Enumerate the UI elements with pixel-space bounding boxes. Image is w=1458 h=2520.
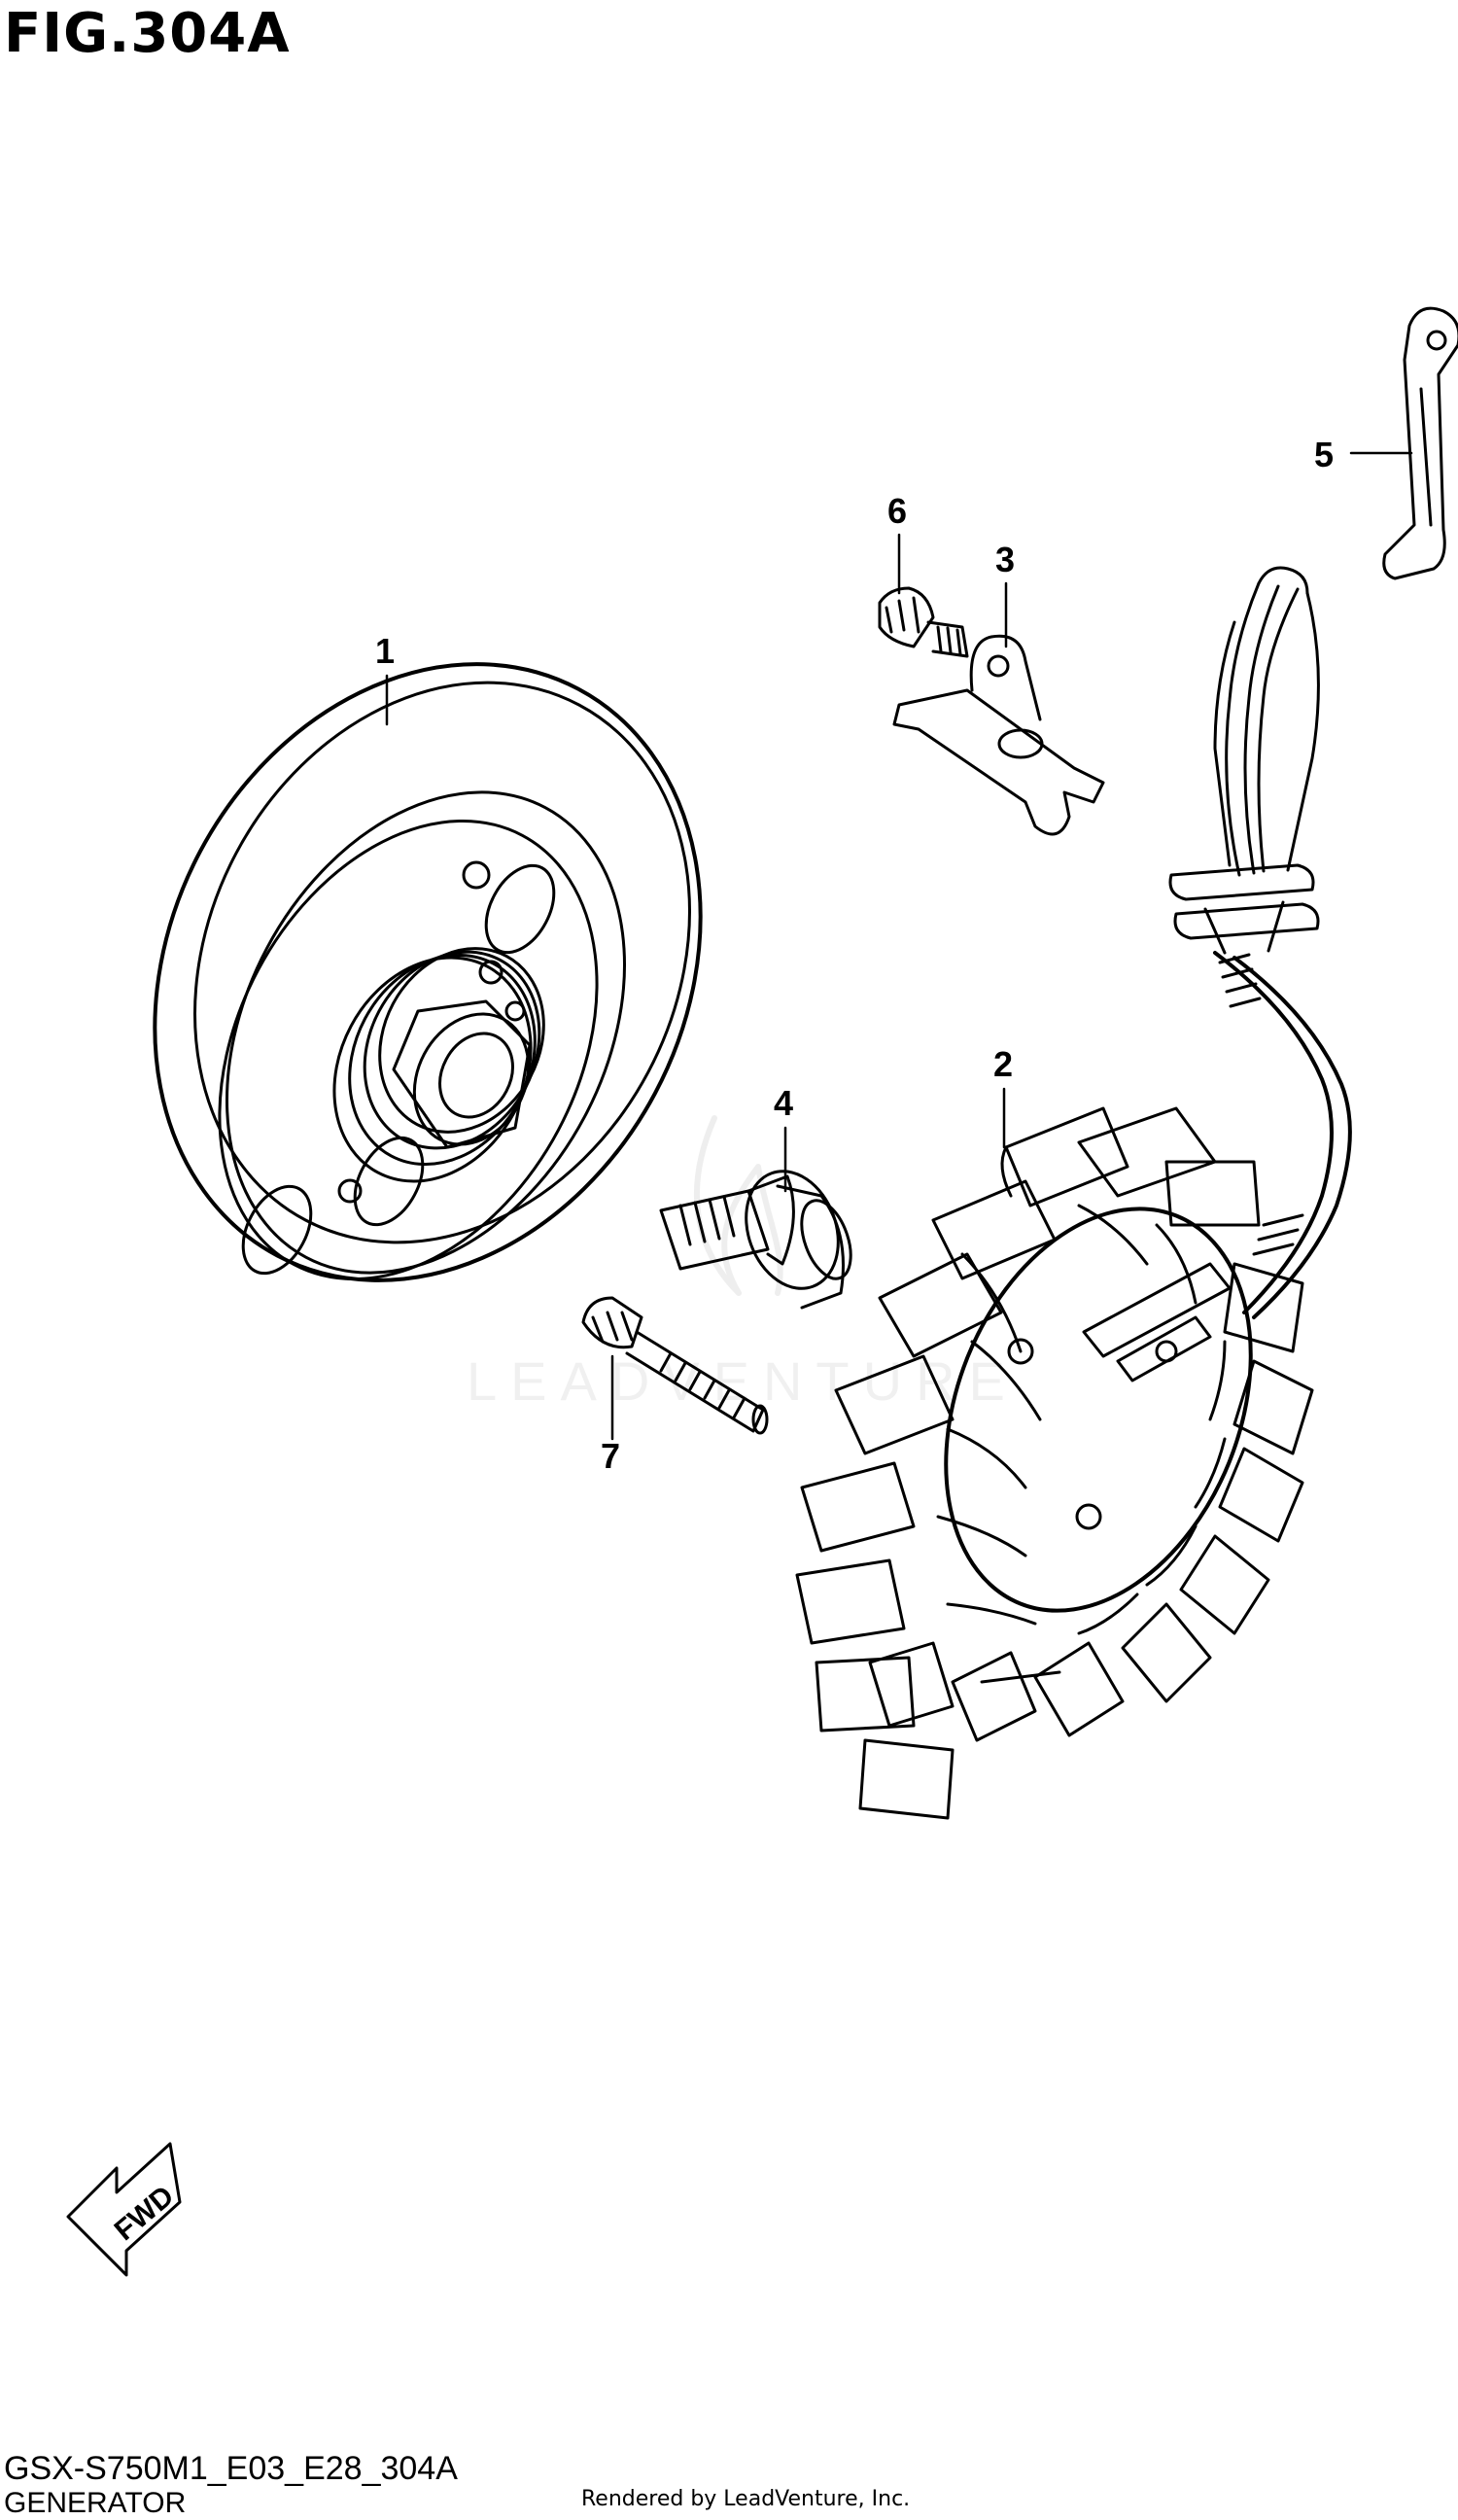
- part-7-bolt[interactable]: [581, 1296, 769, 1435]
- diagram-name: GENERATOR: [4, 2487, 187, 2519]
- callout-6: 6: [887, 491, 907, 531]
- part-1-rotor[interactable]: [50, 568, 806, 1377]
- figure-title: FIG.304A: [4, 2, 291, 65]
- callout-7: 7: [601, 1436, 620, 1476]
- callout-5: 5: [1314, 435, 1334, 474]
- stator-coils: [795, 1106, 1314, 1820]
- leader-lines: [385, 451, 1413, 1441]
- part-6-screw[interactable]: [878, 586, 969, 658]
- callout-3: 3: [995, 540, 1015, 579]
- part-2-stator[interactable]: [795, 566, 1352, 1820]
- watermark: LEADVENTURE: [467, 1115, 1005, 1412]
- callout-1: 1: [375, 631, 395, 671]
- render-credit: Rendered by LeadVenture, Inc.: [581, 2487, 911, 2511]
- part-5-clamp[interactable]: [1382, 306, 1458, 580]
- diagram-code: GSX-S750M1_E03_E28_304A: [4, 2450, 458, 2487]
- stator-cable: [1168, 566, 1352, 1319]
- part-4-bolt[interactable]: [659, 1158, 860, 1310]
- callout-4: 4: [774, 1083, 793, 1123]
- callout-2: 2: [993, 1044, 1013, 1084]
- part-3-bracket[interactable]: [892, 634, 1105, 836]
- fwd-arrow-icon: FWD: [66, 2142, 182, 2277]
- callout-labels: 1 2 3 4 5 6 7: [375, 435, 1334, 1476]
